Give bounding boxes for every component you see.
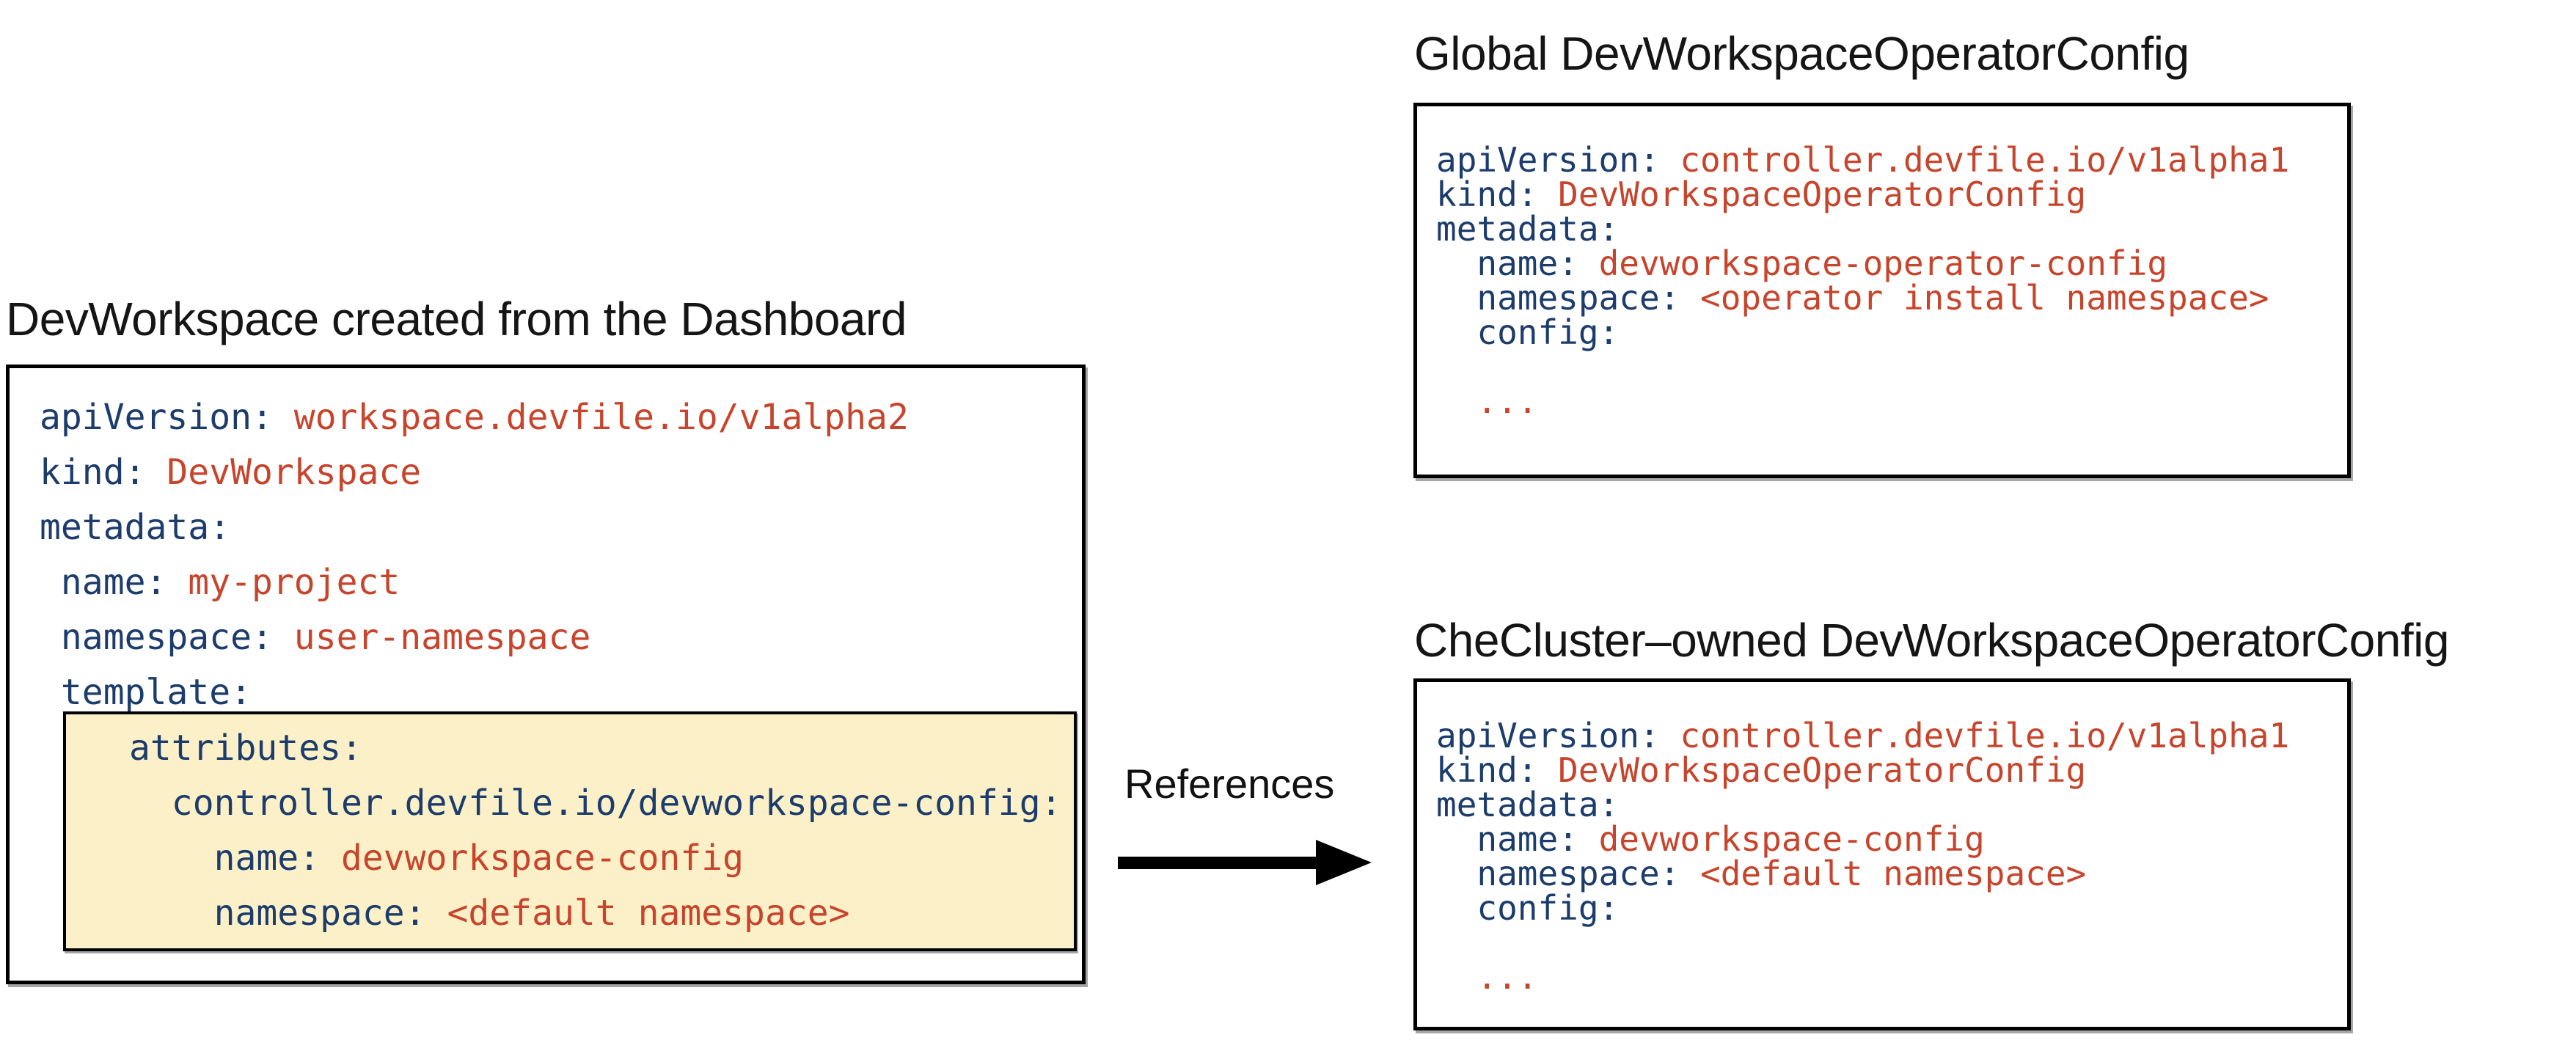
yaml-value: ... [1436,957,1538,997]
yaml-line: namespace: <default namespace> [129,886,1074,941]
yaml-key: metadata: [1436,785,1620,824]
yaml-line: ... [1436,960,2341,995]
yaml-line: apiVersion: controller.devfile.io/v1alph… [1436,143,2341,177]
yaml-key: name: [1436,819,1578,859]
references-arrow [1118,840,1372,885]
yaml-line: config: [1436,315,2341,350]
yaml-value: devworkspace-config [320,838,744,879]
yaml-value: user-namespace [272,617,591,658]
yaml-value: controller.devfile.io/v1alpha1 [1659,140,2290,180]
yaml-key: namespace: [1436,854,1680,893]
yaml-line: apiVersion: controller.devfile.io/v1alph… [1436,719,2341,753]
yaml-line: namespace: user-namespace [40,610,1076,665]
references-label: References [1124,761,1335,807]
yaml-line: name: devworkspace-config [1436,822,2341,857]
yaml-value: DevWorkspaceOperatorConfig [1537,750,2087,790]
yaml-line: namespace: <default namespace> [1436,857,2341,891]
devworkspace-yaml-box: apiVersion: workspace.devfile.io/v1alpha… [6,365,1086,984]
yaml-line: kind: DevWorkspace [40,445,1076,500]
yaml-key: apiVersion: [1436,716,1660,755]
yaml-line: metadata: [1436,788,2341,822]
yaml-value: controller.devfile.io/v1alpha1 [1659,716,2290,755]
yaml-line: metadata: [40,500,1076,555]
yaml-line: name: devworkspace-config [129,831,1074,886]
yaml-key: kind: [1436,750,1538,790]
devworkspace-title: DevWorkspace created from the Dashboard [6,293,907,345]
checluster-operator-config-yaml-box: apiVersion: controller.devfile.io/v1alph… [1413,678,2351,1030]
yaml-line [1436,926,2341,960]
yaml-value: DevWorkspaceOperatorConfig [1537,175,2087,214]
global-operator-config-title: Global DevWorkspaceOperatorConfig [1414,27,2189,80]
yaml-value: devworkspace-operator-config [1578,243,2168,283]
yaml-key: kind: [40,452,146,493]
yaml-value: workspace.devfile.io/v1alpha2 [272,397,909,438]
yaml-value: devworkspace-config [1578,819,1985,859]
yaml-key: name: [1436,243,1578,283]
yaml-key: template: [40,672,252,713]
global-operator-config-yaml-box: apiVersion: controller.devfile.io/v1alph… [1413,103,2351,478]
yaml-key: config: [1436,312,1620,352]
yaml-key: apiVersion: [1436,140,1660,180]
yaml-key: namespace: [129,893,426,934]
global-operator-config-yaml-code: apiVersion: controller.devfile.io/v1alph… [1417,106,2347,419]
yaml-line: attributes: [129,721,1074,776]
yaml-line: metadata: [1436,212,2341,246]
yaml-line: template: [40,665,1076,720]
checluster-operator-config-title: CheCluster–owned DevWorkspaceOperatorCon… [1414,614,2449,667]
yaml-key: attributes: [129,728,362,769]
yaml-key: namespace: [1436,278,1680,318]
yaml-line [1436,350,2341,384]
yaml-key: name: [129,838,321,879]
yaml-line: name: my-project [40,555,1076,610]
checluster-operator-config-yaml-code: apiVersion: controller.devfile.io/v1alph… [1417,682,2347,995]
yaml-value: <operator install namespace> [1680,278,2269,318]
yaml-line: kind: DevWorkspaceOperatorConfig [1436,753,2341,788]
yaml-line: namespace: <operator install namespace> [1436,281,2341,315]
devworkspace-yaml-code: apiVersion: workspace.devfile.io/v1alpha… [10,368,1082,951]
devworkspace-config-attributes-highlight: attributes: controller.devfile.io/devwor… [63,711,1077,951]
yaml-value: my-project [167,562,400,603]
yaml-line: name: devworkspace-operator-config [1436,246,2341,281]
yaml-key: kind: [1436,175,1538,214]
yaml-value: <default namespace> [425,893,850,934]
yaml-line: controller.devfile.io/devworkspace-confi… [129,776,1074,831]
yaml-key: metadata: [1436,209,1620,249]
yaml-line: kind: DevWorkspaceOperatorConfig [1436,177,2341,212]
yaml-value: ... [1436,381,1538,421]
yaml-key: config: [1436,888,1620,928]
yaml-key: apiVersion: [40,397,273,438]
yaml-key: namespace: [40,617,273,658]
yaml-key: controller.devfile.io/devworkspace-confi… [129,783,1062,824]
yaml-line: config: [1436,891,2341,926]
yaml-value: <default namespace> [1680,854,2087,893]
yaml-line: ... [1436,384,2341,419]
yaml-value: DevWorkspace [145,452,422,493]
yaml-key: name: [40,562,167,603]
yaml-line: apiVersion: workspace.devfile.io/v1alpha… [40,390,1076,445]
yaml-key: metadata: [40,507,231,548]
